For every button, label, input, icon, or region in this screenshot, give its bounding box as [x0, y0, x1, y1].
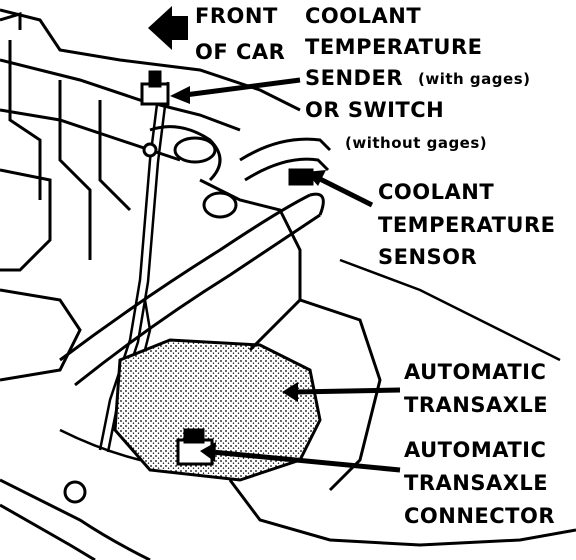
leader-sensor: [306, 170, 374, 208]
sender-label-line4: OR SWITCH: [305, 98, 445, 122]
connector-label-line1: AUTOMATIC: [404, 438, 547, 462]
sensor-label-line3: SENSOR: [378, 245, 478, 269]
sensor-label-line2: TEMPERATURE: [378, 213, 556, 237]
sensor-label-line1: COOLANT: [378, 180, 495, 204]
sender-fitting: [140, 70, 170, 158]
front-label-line1: FRONT: [195, 4, 278, 28]
coolant-hose: [239, 137, 332, 186]
sender-note-without-gages: (without gages): [345, 134, 488, 152]
sender-label-line2: TEMPERATURE: [305, 35, 483, 59]
front-arrow: [148, 6, 188, 50]
upper-radiator-hose: [59, 192, 325, 387]
transaxle-label-line2: TRANSAXLE: [404, 393, 549, 417]
transaxle-housing: [113, 258, 576, 547]
leader-connector: [200, 442, 401, 473]
lower-hose: [0, 478, 151, 560]
leader-transaxle: [282, 382, 401, 402]
connector-label-line3: CONNECTOR: [404, 504, 556, 528]
connector-label-line2: TRANSAXLE: [404, 471, 549, 495]
sender-note-with-gages: (with gages): [418, 70, 531, 88]
sender-label-line1: COOLANT: [305, 4, 422, 28]
engine-block: [0, 8, 302, 382]
transaxle-label-line1: AUTOMATIC: [404, 360, 547, 384]
sender-label-line3: SENDER: [305, 66, 403, 90]
leader-sender: [170, 77, 301, 104]
front-label-line2: OF CAR: [195, 40, 286, 64]
